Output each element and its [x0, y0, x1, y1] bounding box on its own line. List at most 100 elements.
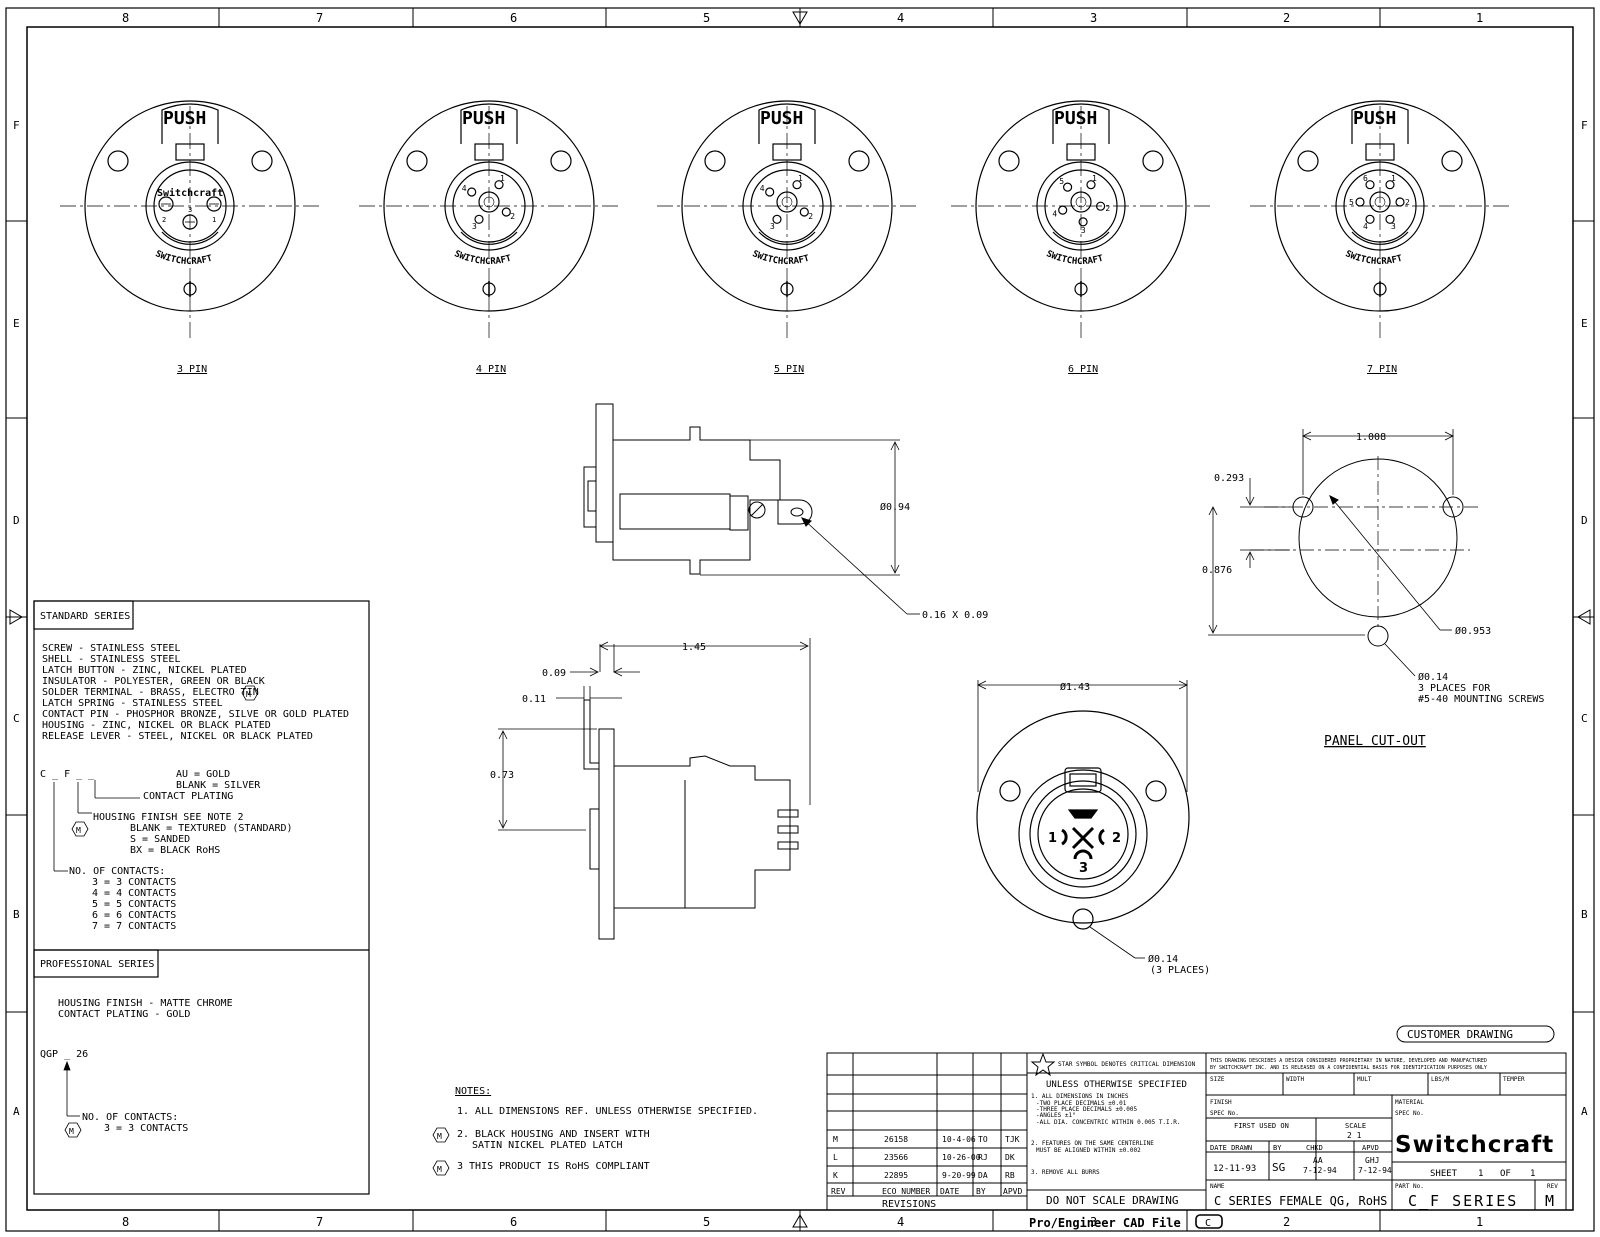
pin-label: 1	[798, 174, 803, 183]
pin-label: 2	[162, 216, 166, 224]
cad-file-note: Pro/Engineer CAD File	[1029, 1216, 1181, 1230]
pin-label: 3	[472, 222, 477, 231]
plating-au: AU = GOLD	[176, 769, 230, 780]
rev-marker: M	[69, 1127, 74, 1136]
pin-label: 1	[1092, 174, 1097, 183]
pin-label: 2	[808, 212, 813, 221]
material-line: LATCH SPRING - STAINLESS STEEL	[42, 698, 223, 709]
finish-blank: BLANK = TEXTURED (STANDARD)	[130, 823, 293, 834]
revision-cell: 26158	[884, 1135, 908, 1144]
revision-cell: 10-26-00	[942, 1153, 981, 1162]
pro-code: QGP _ 26	[40, 1049, 88, 1060]
row-label: B	[1581, 908, 1588, 921]
sheet-of: OF	[1500, 1169, 1511, 1179]
by-value: SG	[1272, 1161, 1285, 1174]
sheet-border	[5, 7, 1595, 1232]
cutout-top: 0.293	[1214, 473, 1244, 484]
customer-drawing: CUSTOMER DRAWING	[1407, 1028, 1513, 1041]
scale-value: 2 1	[1347, 1131, 1362, 1140]
row-label: A	[1581, 1105, 1588, 1118]
pro-plating: CONTACT PLATING - GOLD	[58, 1009, 190, 1020]
chkd-date: 7-12-94	[1303, 1166, 1337, 1175]
row-label: B	[13, 908, 20, 921]
column-label: 2	[1283, 1215, 1290, 1229]
lbs-label: LBS/M	[1431, 1076, 1449, 1083]
standard-series-title: STANDARD SERIES	[40, 611, 130, 622]
push-label: PUSH	[462, 108, 505, 129]
pin-label: 2	[1405, 198, 1410, 207]
cutout-hole: Ø0.14	[1418, 671, 1448, 683]
push-label: PUSH	[760, 108, 803, 129]
revision-header: ECO NUMBER	[882, 1187, 930, 1196]
spec-label-2: SPEC No.	[1395, 1110, 1424, 1117]
brand-label: SWITCHCRAFT	[1045, 249, 1106, 267]
material-line: RELEASE LEVER - STEEL, NICKEL OR BLACK P…	[42, 731, 313, 742]
date-drawn-label: DATE DRAWN	[1210, 1144, 1252, 1152]
part-code: C _ F _ _	[40, 769, 95, 780]
contact-option: 6 = 6 CONTACTS	[92, 910, 176, 921]
tolerance-line: -ANGLES ±1°	[1036, 1112, 1076, 1119]
row-label: A	[13, 1105, 20, 1118]
side-view-top: Ø0.94 0.16 X 0.09	[583, 403, 988, 621]
apvd-value: GHJ	[1365, 1156, 1379, 1165]
tolerance-line: 2. FEATURES ON THE SAME CENTERLINE	[1031, 1140, 1154, 1147]
flange-dimension: 0.09	[542, 668, 566, 679]
column-label: 1	[1476, 11, 1483, 25]
pin-label: 6	[1363, 174, 1368, 183]
brand-text: SWITCHCRAFT	[1045, 249, 1106, 267]
revision-header: REV	[831, 1187, 846, 1196]
pin-label: 3	[1079, 861, 1088, 876]
rev-marker: M	[437, 1165, 442, 1174]
pin-label: 3	[1081, 226, 1086, 235]
row-label: E	[13, 317, 20, 330]
row-label: D	[1581, 514, 1588, 527]
first-used-label: FIRST USED ON	[1234, 1122, 1289, 1130]
tolerance-line: -ALL DIA. CONCENTRIC WITHIN 0.005 T.I.R.	[1036, 1119, 1181, 1126]
finish-title: HOUSING FINISH SEE NOTE 2	[93, 812, 244, 823]
apvd-date: 7-12-94	[1358, 1166, 1392, 1175]
width-label: WIDTH	[1286, 1076, 1304, 1083]
insert-brand: Switchcraft	[157, 187, 223, 199]
pro-finish: HOUSING FINISH - MATTE CHROME	[58, 998, 233, 1009]
scale-label: SCALE	[1345, 1122, 1366, 1130]
front-diameter: Ø1.43	[1060, 681, 1090, 693]
offset-dimension: 0.11	[522, 694, 546, 705]
row-label: F	[1581, 119, 1588, 132]
contact-option: 3 = 3 CONTACTS	[92, 877, 176, 888]
spec-label: SPEC No.	[1210, 1110, 1239, 1117]
brand-text: SWITCHCRAFT	[453, 249, 514, 267]
note-2-cont: SATIN NICKEL PLATED LATCH	[472, 1140, 623, 1151]
pin-label: 2	[510, 212, 515, 221]
revision-cell: DA	[978, 1171, 988, 1180]
revision-cell: 10-4-06	[942, 1135, 976, 1144]
column-label: 8	[122, 1215, 129, 1229]
cutout-height: 0.876	[1202, 565, 1232, 576]
revision-cell: L	[833, 1153, 838, 1162]
star-note: STAR SYMBOL DENOTES CRITICAL DIMENSION	[1058, 1061, 1196, 1068]
temper-label: TEMPER	[1503, 1076, 1525, 1083]
push-label: PUSH	[163, 108, 206, 129]
slot-dimension: 0.16 X 0.09	[922, 610, 988, 621]
pin-label: 4	[1052, 209, 1057, 218]
column-label: 5	[703, 1215, 710, 1229]
note-3: 3 THIS PRODUCT IS RoHS COMPLIANT	[457, 1161, 650, 1172]
chkd-value: AA	[1313, 1156, 1323, 1165]
cad-mark: C	[1205, 1218, 1211, 1229]
column-label: 2	[1283, 11, 1290, 25]
part-label: PART No.	[1395, 1183, 1424, 1190]
proprietary-line-2: BY SWITCHCRAFT INC. AND IS RELEASED ON A…	[1210, 1065, 1487, 1071]
revision-cell: DK	[1005, 1153, 1015, 1162]
contact-option: 5 = 5 CONTACTS	[92, 899, 176, 910]
tolerance-line: 3. REMOVE ALL BURRS	[1031, 1169, 1100, 1176]
row-label: C	[13, 712, 20, 725]
proprietary-line-1: THIS DRAWING DESCRIBES A DESIGN CONSIDER…	[1210, 1058, 1487, 1064]
cutout-hole-note2: #5-40 MOUNTING SCREWS	[1418, 694, 1544, 705]
revision-header: BY	[976, 1187, 986, 1196]
brand-text: SWITCHCRAFT	[751, 249, 812, 267]
pin-label: 1	[1391, 174, 1396, 183]
push-label: PUSH	[1054, 108, 1097, 129]
pin-label: 1	[212, 216, 216, 224]
by-label: BY	[1273, 1144, 1282, 1152]
